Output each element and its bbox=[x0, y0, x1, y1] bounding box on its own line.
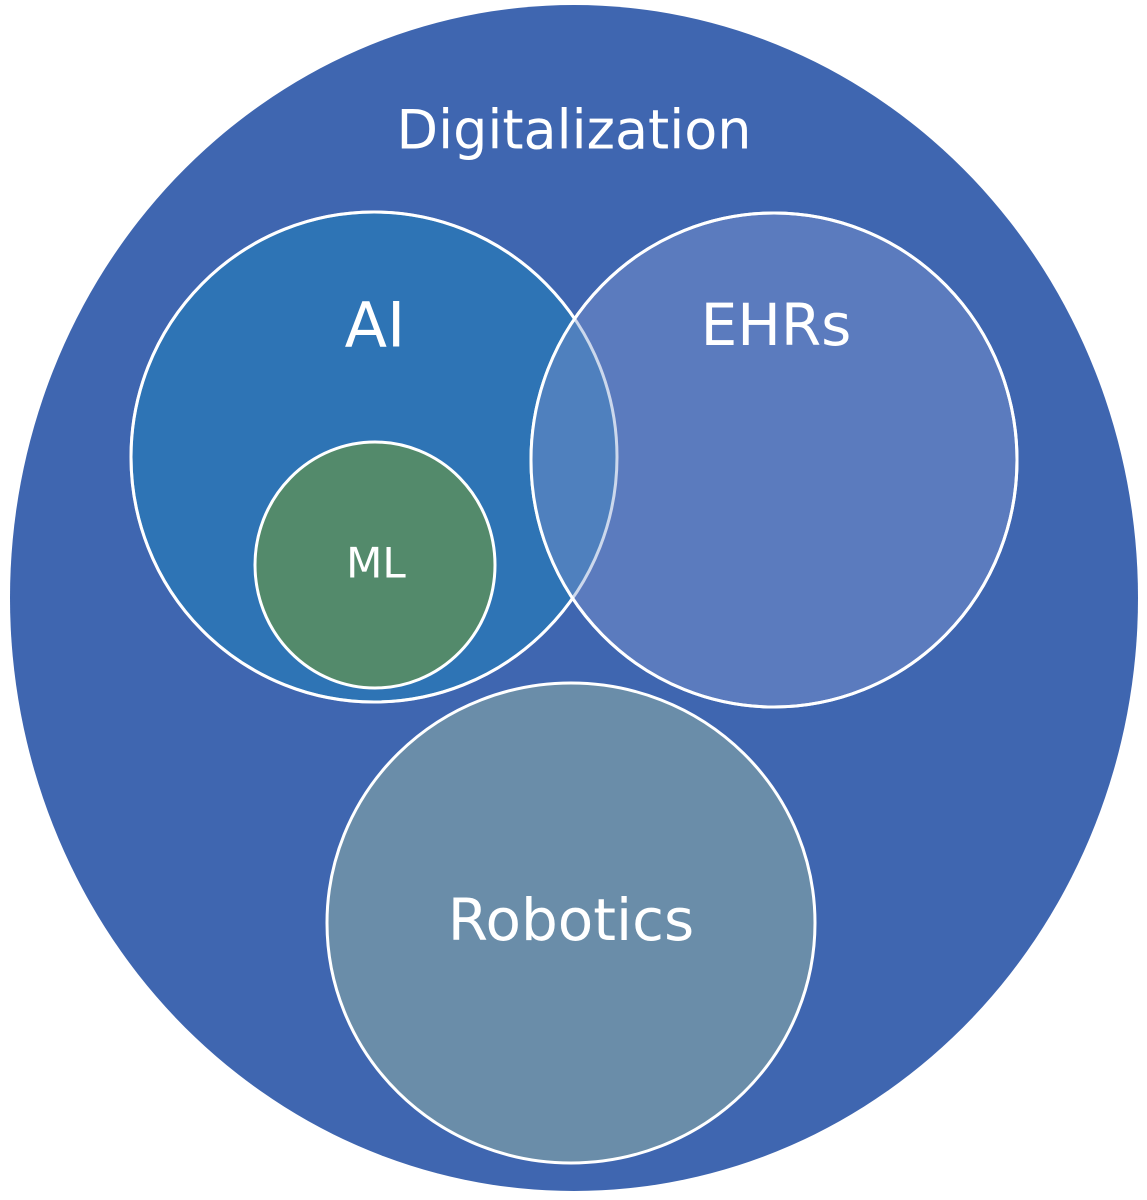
robotics-circle bbox=[325, 681, 817, 1165]
ehrs-label: EHRs bbox=[701, 291, 852, 359]
ai-circle-outline bbox=[129, 210, 619, 704]
robotics-label: Robotics bbox=[448, 886, 694, 954]
ai-label: AI bbox=[345, 289, 406, 362]
ml-circle bbox=[253, 440, 497, 690]
digitalization-label: Digitalization bbox=[396, 99, 751, 162]
ehrs-circle-outline bbox=[529, 211, 1019, 709]
ml-label: ML bbox=[346, 539, 406, 588]
